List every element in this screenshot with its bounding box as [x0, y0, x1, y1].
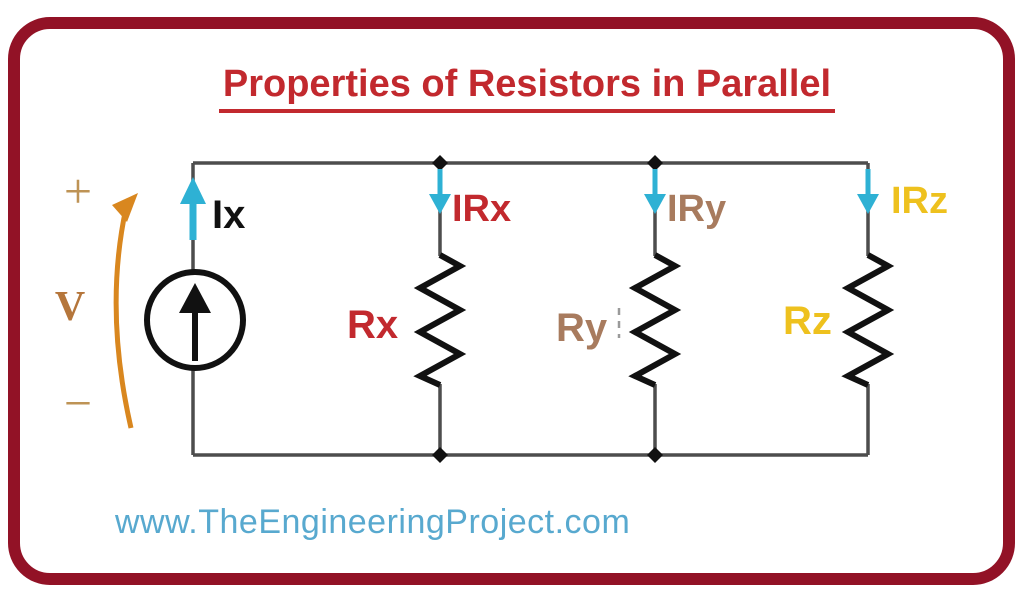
current-source-arrow-head-icon: [179, 283, 211, 313]
watermark-text: www.TheEngineeringProject.com: [115, 503, 631, 541]
voltage-label: V: [55, 284, 85, 330]
irz-arrow-head-icon: [857, 194, 879, 214]
voltage-arrow-curve: [113, 207, 134, 429]
voltage-minus-sign: −: [64, 375, 92, 431]
iry-current-label: IRy: [667, 188, 726, 230]
junction-dot-icon: [432, 447, 448, 463]
iry-arrow-head-icon: [644, 194, 666, 214]
resistor-rz-icon: [841, 252, 895, 388]
rz-resistor-label: Rz: [783, 299, 832, 343]
voltage-arrow-head-icon: [112, 193, 138, 222]
title-container: Properties of Resistors in Parallel: [0, 63, 1024, 113]
ry-resistor-label: Ry: [556, 306, 608, 350]
resistor-ry-icon: [628, 252, 682, 388]
junction-dot-icon: [647, 155, 663, 171]
page-title: Properties of Resistors in Parallel: [218, 63, 836, 113]
page-border-frame: [8, 17, 1015, 585]
irx-arrow-head-icon: [429, 194, 451, 214]
irx-current-label: IRx: [452, 188, 511, 230]
ix-arrow-head-icon: [180, 177, 206, 204]
resistor-rx-icon: [413, 252, 467, 388]
junction-dot-icon: [647, 447, 663, 463]
voltage-plus-sign: +: [64, 163, 92, 219]
rx-resistor-label: Rx: [347, 303, 398, 347]
junction-dot-icon: [432, 155, 448, 171]
irz-current-label: IRz: [891, 180, 948, 222]
ix-current-label: Ix: [212, 193, 245, 237]
